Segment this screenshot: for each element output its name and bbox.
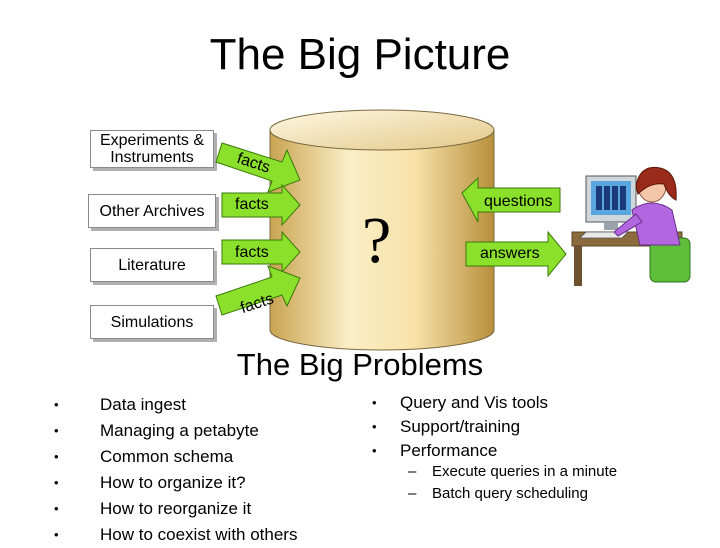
facts-label-3: facts <box>235 244 269 261</box>
simulations-label: Simulations <box>110 313 194 331</box>
slide-title: The Big Picture <box>209 30 511 79</box>
facts-arrow-1 <box>215 142 301 193</box>
database-question-mark: ? <box>362 204 392 277</box>
facts-label-2: facts <box>235 196 269 213</box>
list-item: •Performance <box>372 439 548 463</box>
archives-label: Other Archives <box>99 202 205 220</box>
bullet-dot: • <box>54 449 59 464</box>
bullet-dot: • <box>54 527 59 542</box>
bullet-dot: • <box>54 475 59 490</box>
list-item: •How to coexist with others <box>54 522 297 548</box>
experiments-box: Experiments & Instruments <box>90 130 214 168</box>
bullet-dot: • <box>372 419 377 434</box>
list-item: •How to reorganize it <box>54 496 297 522</box>
facts-arrow-2 <box>221 183 301 227</box>
experiments-label: Experiments & Instruments <box>99 132 205 166</box>
sub-bullet-dash: – <box>408 463 417 480</box>
list-item: •Data ingest <box>54 392 297 418</box>
right-bullet-list: •Query and Vis tools •Support/training •… <box>372 391 548 463</box>
facts-arrow-3 <box>221 230 301 274</box>
literature-box: Literature <box>90 248 214 282</box>
bullet-dot: • <box>54 397 59 412</box>
list-item: •Managing a petabyte <box>54 418 297 444</box>
bullet-dot: • <box>372 443 377 458</box>
literature-label: Literature <box>118 256 186 274</box>
performance-sub-list: –Execute queries in a minute –Batch quer… <box>408 461 617 505</box>
archives-box: Other Archives <box>88 194 216 228</box>
section-subtitle: The Big Problems <box>236 347 484 382</box>
questions-arrow <box>461 176 561 223</box>
sub-bullet-dash: – <box>408 485 417 502</box>
left-bullet-list: •Data ingest •Managing a petabyte •Commo… <box>54 392 297 548</box>
bullet-dot: • <box>372 395 377 410</box>
answers-label: answers <box>480 245 540 262</box>
bullet-dot: • <box>54 423 59 438</box>
bullet-dot: • <box>54 501 59 516</box>
facts-arrow-4 <box>215 265 301 316</box>
list-item: •Query and Vis tools <box>372 391 548 415</box>
sub-list-item: –Batch query scheduling <box>408 483 617 505</box>
database-cylinder <box>269 109 495 351</box>
simulations-box: Simulations <box>90 305 214 339</box>
answers-arrow <box>465 230 567 278</box>
user-at-computer-icon <box>571 166 691 286</box>
questions-label: questions <box>484 193 553 210</box>
list-item: •How to organize it? <box>54 470 297 496</box>
sub-list-item: –Execute queries in a minute <box>408 461 617 483</box>
list-item: •Support/training <box>372 415 548 439</box>
list-item: •Common schema <box>54 444 297 470</box>
